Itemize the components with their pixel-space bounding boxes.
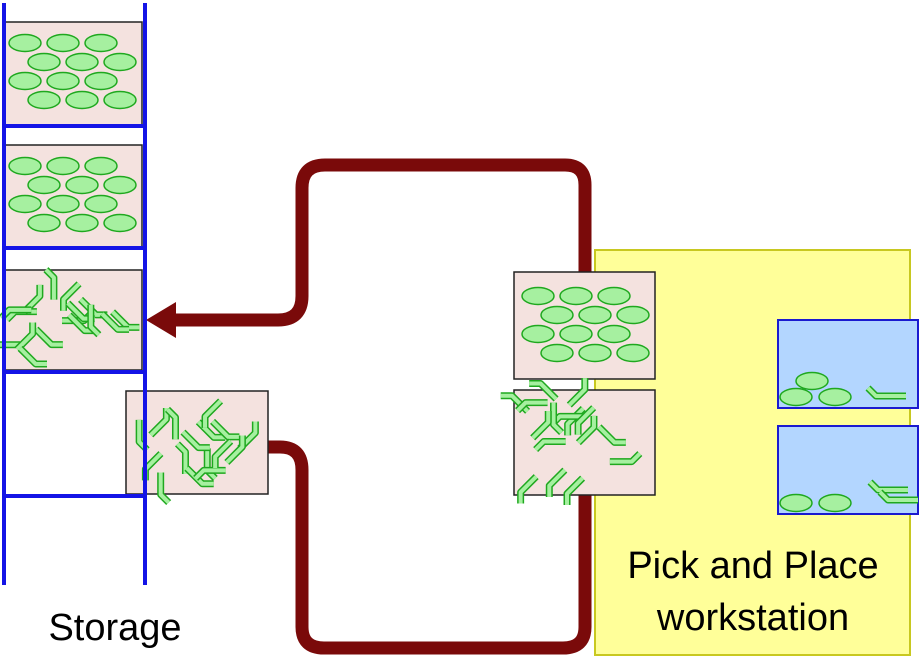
storage-rack	[2, 3, 147, 585]
bent-item	[534, 439, 566, 451]
bent-item	[518, 475, 538, 504]
round-item	[597, 286, 631, 306]
round-item	[46, 71, 80, 91]
round-item	[521, 324, 555, 344]
bin-items-round	[8, 33, 137, 110]
bent-item	[866, 386, 906, 398]
workstation-bin-2	[513, 389, 656, 496]
bent-item	[529, 381, 558, 401]
round-item	[818, 387, 852, 407]
round-item	[559, 286, 593, 306]
round-item	[65, 175, 99, 195]
conveyor-upper	[170, 158, 592, 327]
round-item	[8, 156, 42, 176]
bin-items-round	[8, 156, 137, 233]
round-item	[795, 371, 829, 391]
workstation-label-line1: Pick and Place	[627, 545, 878, 587]
bent-item	[576, 415, 596, 445]
bent-item	[18, 346, 47, 366]
round-item	[818, 493, 852, 513]
round-item	[27, 90, 61, 110]
bent-item	[166, 407, 178, 440]
round-item	[103, 213, 137, 233]
round-item	[65, 52, 99, 72]
round-item	[578, 305, 612, 325]
bent-item	[181, 430, 210, 450]
round-item	[8, 33, 42, 53]
round-item	[8, 194, 42, 214]
bent-item	[44, 268, 56, 300]
round-item	[597, 324, 631, 344]
bent-item	[878, 490, 918, 502]
bent-item	[158, 472, 171, 504]
round-item	[540, 343, 574, 363]
round-item	[46, 194, 80, 214]
round-item	[46, 156, 80, 176]
round-item	[84, 71, 118, 91]
round-item	[65, 90, 99, 110]
round-item	[559, 324, 593, 344]
bent-item	[211, 419, 240, 439]
bent-item	[194, 468, 226, 480]
round-item	[46, 33, 80, 53]
round-item	[779, 493, 813, 513]
bin-items-bent	[135, 398, 259, 506]
bent-item	[100, 312, 130, 332]
bent-item	[88, 304, 101, 337]
bent-item	[176, 442, 188, 474]
bin-items-round	[521, 286, 650, 363]
round-item	[616, 343, 650, 363]
bent-item	[597, 425, 626, 445]
bent-item	[531, 411, 551, 440]
storage-label: Storage	[48, 607, 181, 649]
order-box-items	[779, 371, 906, 407]
round-item	[8, 71, 42, 91]
round-item	[84, 156, 118, 176]
bent-item	[203, 399, 222, 428]
bent-item	[551, 402, 563, 434]
round-item	[103, 90, 137, 110]
round-item	[103, 52, 137, 72]
bent-item	[61, 282, 81, 311]
bent-item	[609, 452, 642, 464]
round-item	[578, 343, 612, 363]
round-item	[540, 305, 574, 325]
bent-item	[185, 466, 214, 486]
bent-item	[576, 406, 596, 435]
bent-item	[868, 480, 908, 492]
bin-items-bent	[500, 378, 643, 505]
conveyor-lower	[268, 440, 592, 655]
round-item	[84, 194, 118, 214]
round-item	[27, 175, 61, 195]
round-item	[616, 305, 650, 325]
round-item	[27, 213, 61, 233]
bin-items-bent	[0, 267, 140, 368]
workstation-label-line2: workstation	[656, 597, 849, 639]
round-item	[103, 175, 137, 195]
round-item	[779, 387, 813, 407]
bent-item	[15, 322, 35, 351]
round-item	[84, 33, 118, 53]
round-item	[521, 286, 555, 306]
bent-item	[213, 439, 233, 469]
bent-item	[516, 400, 548, 413]
arrow-head-icon	[146, 302, 176, 338]
bent-item	[34, 327, 63, 347]
order-box-items	[779, 479, 918, 513]
bent-item	[565, 476, 584, 505]
bent-item	[547, 468, 567, 497]
bent-item	[567, 378, 587, 407]
bent-item	[225, 435, 245, 464]
bent-item	[0, 342, 21, 347]
round-item	[65, 213, 99, 233]
round-item	[27, 52, 61, 72]
